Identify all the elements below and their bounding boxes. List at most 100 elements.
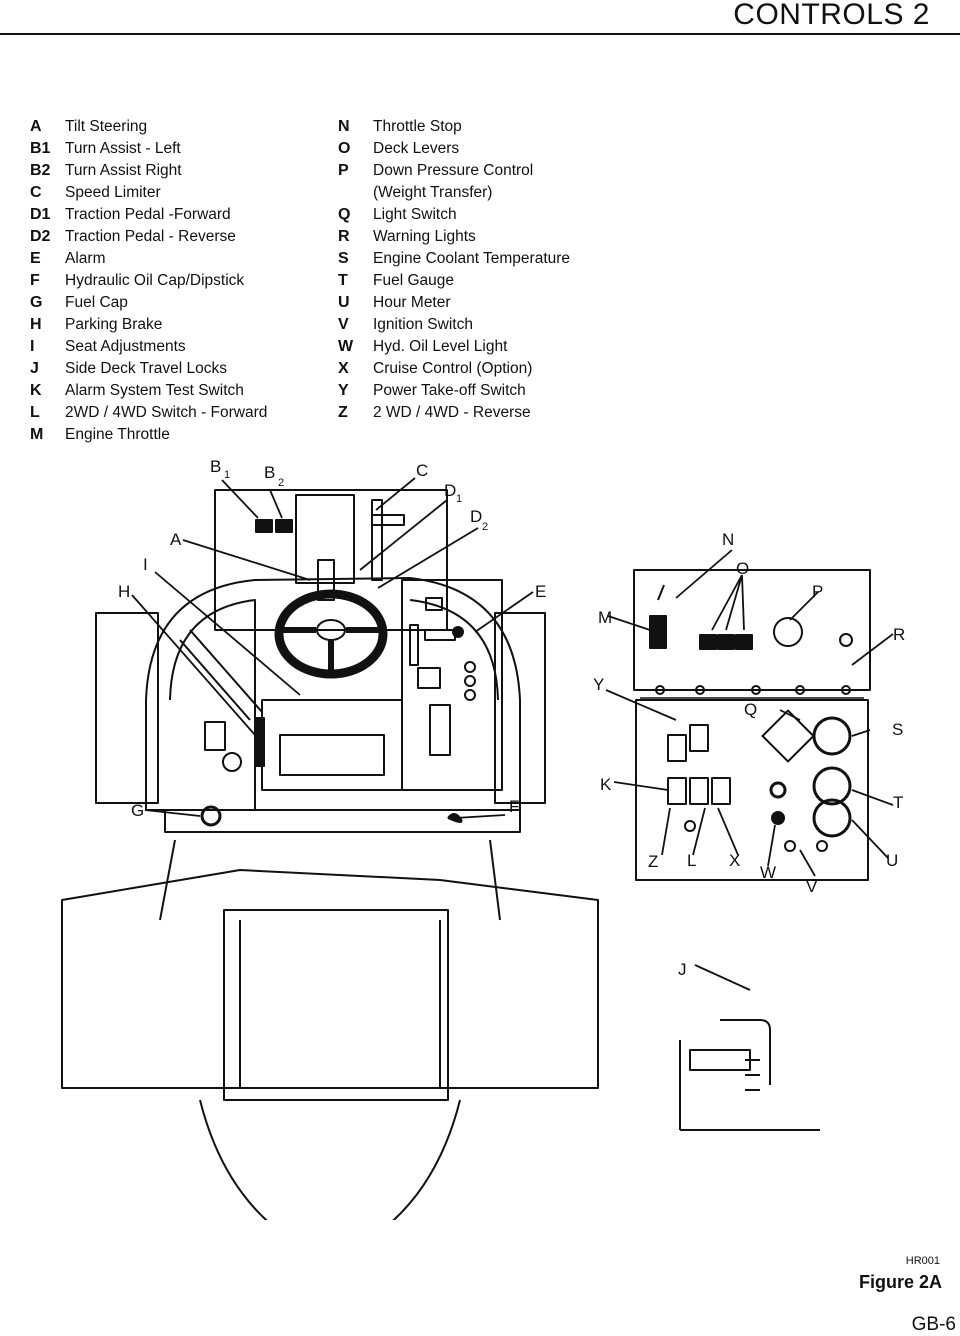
legend-label: Cruise Control (Option) (373, 360, 533, 377)
lock-spring (745, 1059, 760, 1091)
legend-label: Warning Lights (373, 228, 476, 245)
leader-lines (131, 477, 894, 991)
leader-g (144, 809, 201, 817)
legend-code: Y (338, 382, 349, 399)
steering-shaft (317, 559, 335, 601)
callout-b1: B (210, 457, 221, 476)
deck-lever-2 (717, 634, 735, 650)
legend-label: Power Take-off Switch (373, 382, 526, 399)
legend-item: Y Power Take-off Switch (338, 380, 570, 402)
legend-item: E Alarm (30, 248, 267, 270)
callout-z: Z (648, 852, 658, 871)
turn-assist-right-pedal (275, 519, 293, 533)
panel-rivet-2 (695, 685, 705, 695)
upper-panel-outline (633, 569, 871, 691)
lower-panel-outline (635, 699, 869, 881)
seat-adjust-block (204, 721, 226, 751)
legend-code: F (30, 272, 40, 289)
legend-code: Z (338, 404, 348, 421)
legend-label: Tilt Steering (65, 118, 148, 135)
hood-outline (223, 909, 449, 1101)
travel-lock-detail (679, 1019, 820, 1131)
legend-code: C (30, 184, 42, 201)
callout-b1-sub: 1 (224, 469, 230, 481)
legend-label: Hydraulic Oil Cap/Dipstick (65, 272, 245, 289)
switch-icon (667, 734, 687, 762)
leader-e (474, 591, 534, 633)
legend-code: M (30, 426, 44, 443)
callout-x: X (729, 851, 740, 870)
fuel-cap-drawing (200, 805, 222, 827)
left-side-deck-outline (95, 612, 159, 804)
leader-y (605, 689, 677, 721)
callout-g: G (131, 801, 144, 820)
leader-n (675, 549, 733, 599)
throttle-lever (649, 615, 667, 649)
legend-label: Seat Adjustments (65, 338, 186, 355)
console-indicator (425, 597, 443, 611)
leader-b2 (269, 489, 283, 519)
leader-d2 (377, 527, 479, 589)
leader-c (375, 477, 416, 511)
panel-rivet-7 (784, 840, 796, 852)
legend-label: Alarm System Test Switch (65, 382, 244, 399)
legend-item: F Hydraulic Oil Cap/Dipstick (30, 270, 267, 292)
deck-lever-1 (699, 634, 717, 650)
legend-label: Ignition Switch (373, 316, 473, 333)
callout-e: E (535, 582, 546, 601)
leader-f (454, 814, 506, 819)
legend-item: C Speed Limiter (30, 182, 267, 204)
front-bar (164, 809, 521, 833)
leader-t (851, 789, 894, 806)
legend-code: Q (338, 206, 351, 223)
legend-label: Speed Limiter (65, 184, 161, 201)
legend-code: J (30, 360, 39, 377)
leader-w (767, 824, 776, 867)
console-knob (452, 626, 464, 638)
legend-code: E (30, 250, 41, 267)
leader-a (182, 539, 311, 581)
legend-code: L (30, 404, 40, 421)
console-gauge-1 (464, 661, 476, 673)
legend-code: V (338, 316, 349, 333)
alarm-test-switch-icon (667, 777, 687, 805)
callout-p: P (812, 582, 823, 601)
lock-handle (720, 1019, 771, 1085)
leader-x (717, 807, 739, 856)
legend-label: Traction Pedal - Reverse (65, 228, 236, 245)
leader-i (154, 571, 301, 696)
deck-arms (159, 839, 501, 921)
legend-label: Light Switch (373, 206, 457, 223)
console-gauge-3 (464, 689, 476, 701)
legend-item: M Engine Throttle (30, 424, 267, 446)
control-panel-detail (633, 569, 871, 881)
callout-y: Y (593, 675, 604, 694)
right-console (401, 579, 503, 791)
steering-wheel (274, 589, 388, 679)
callout-labels: A B 1 B 2 C D 1 D 2 E F G H I J K L M N … (118, 457, 905, 979)
callout-u: U (886, 851, 898, 870)
legend-code: T (338, 272, 348, 289)
parking-brake-handle (255, 717, 265, 767)
right-fender (409, 599, 499, 701)
legend-code: D1 (30, 206, 51, 223)
legend-label: Engine Throttle (65, 426, 170, 443)
legend-label: Hour Meter (373, 294, 451, 311)
legend-code: W (338, 338, 354, 355)
legend-code: P (338, 162, 349, 179)
legend-label: Alarm (65, 250, 106, 267)
figure-code: HR001 (905, 1255, 940, 1267)
hour-meter (812, 798, 852, 838)
legend-label: Fuel Cap (65, 294, 128, 311)
